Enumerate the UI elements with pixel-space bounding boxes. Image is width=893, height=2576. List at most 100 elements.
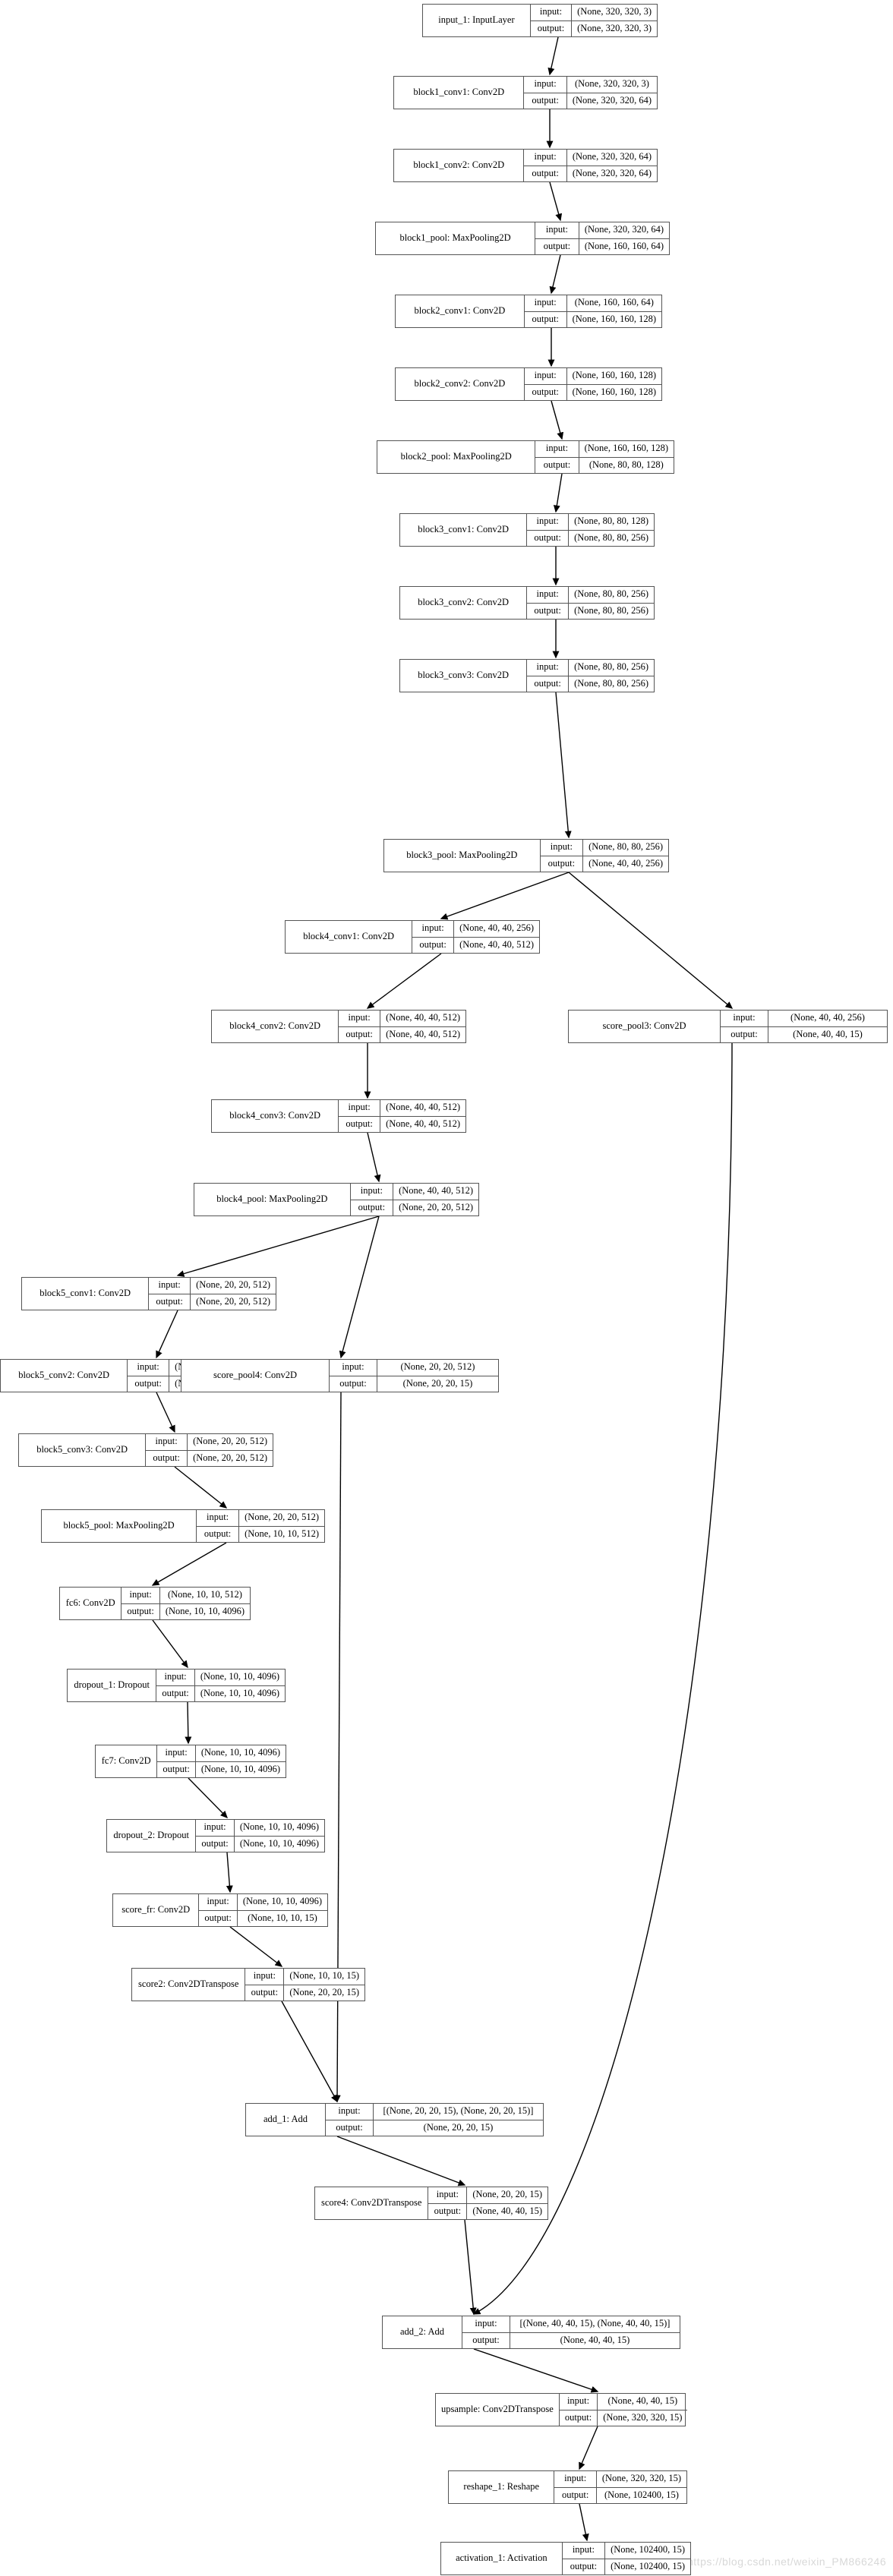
output-label: output: bbox=[547, 857, 576, 869]
layer-name: block3_pool: MaxPooling2D bbox=[384, 840, 541, 872]
input-label: input: bbox=[527, 587, 569, 604]
layer-name: score_fr: Conv2D bbox=[113, 1894, 200, 1926]
io-shape-column: (None, 20, 20, 512)(None, 20, 20, 512) bbox=[188, 1434, 273, 1466]
output-label: output: bbox=[730, 1028, 758, 1039]
output-label: output: bbox=[204, 1912, 232, 1923]
edge-reshape_1-to-activation_1 bbox=[579, 2503, 589, 2542]
edge-fc6-to-dropout_1 bbox=[152, 1619, 188, 1669]
io-shape-column: [(None, 20, 20, 15), (None, 20, 20, 15)]… bbox=[374, 2104, 543, 2136]
layer-name: upsample: Conv2DTranspose bbox=[436, 2394, 560, 2426]
io-label-column: input:output: bbox=[540, 840, 584, 872]
input-shape: (None, 40, 40, 256) bbox=[454, 921, 539, 938]
input-label: input: bbox=[540, 840, 583, 856]
io-label-column: input:output: bbox=[524, 368, 567, 400]
input-label: input: bbox=[149, 1278, 191, 1294]
io-label-column: input:output: bbox=[245, 1969, 285, 2001]
output-label: output: bbox=[358, 1201, 386, 1212]
output-label: output: bbox=[162, 1687, 189, 1698]
layer-name: block4_conv3: Conv2D bbox=[212, 1100, 339, 1132]
io-label-column: input:output: bbox=[156, 1670, 195, 1701]
output-label: output: bbox=[153, 1452, 180, 1463]
output-label: output: bbox=[346, 1118, 373, 1129]
io-shape-column: (None, 160, 160, 64)(None, 160, 160, 128… bbox=[566, 295, 661, 327]
layer-name: add_1: Add bbox=[246, 2104, 326, 2136]
input-label: input: bbox=[339, 1100, 380, 1117]
input-shape: (None, 10, 10, 15) bbox=[284, 1969, 364, 1985]
io-label-column: input:output: bbox=[527, 587, 570, 619]
layer-node-block5_conv2[interactable]: block5_conv2: Conv2Dinput:output:(None, … bbox=[0, 1359, 255, 1392]
input-label: input: bbox=[121, 1588, 159, 1604]
io-label-column: input:output: bbox=[149, 1278, 191, 1310]
io-label-column: input:output: bbox=[554, 2471, 597, 2503]
output-label: output: bbox=[204, 1528, 232, 1539]
io-label-column: input:output: bbox=[197, 1510, 240, 1542]
output-label: output: bbox=[134, 1377, 162, 1389]
output-shape: (None, 40, 40, 512) bbox=[459, 938, 534, 950]
edge-block3_pool-to-block4_conv1 bbox=[440, 872, 570, 920]
io-shape-column: (None, 20, 20, 512)(None, 10, 10, 512) bbox=[239, 1510, 324, 1542]
edge-block4_pool-to-score_pool4 bbox=[339, 1215, 380, 1359]
layer-name: dropout_1: Dropout bbox=[68, 1670, 157, 1701]
output-label: output: bbox=[201, 1837, 229, 1849]
layer-name: block3_conv3: Conv2D bbox=[400, 660, 528, 692]
watermark-text: https://blog.csdn.net/weixin_PM866246 bbox=[687, 2556, 887, 2568]
edge-dropout_2-to-score_fr bbox=[226, 1852, 233, 1893]
input-shape: (None, 40, 40, 256) bbox=[768, 1011, 887, 1027]
layer-name: block2_conv1: Conv2D bbox=[396, 295, 525, 327]
edge-input_1-to-block1_conv1 bbox=[547, 36, 559, 76]
input-shape: (None, 160, 160, 128) bbox=[566, 368, 661, 385]
io-shape-column: (None, 320, 320, 15)(None, 102400, 15) bbox=[596, 2471, 686, 2503]
layer-name: block1_conv2: Conv2D bbox=[394, 150, 525, 181]
io-label-column: input:output: bbox=[530, 5, 573, 36]
edge-block4_conv3-to-block4_pool bbox=[367, 1132, 381, 1183]
input-label: input: bbox=[527, 514, 569, 531]
io-label-column: input:output: bbox=[350, 1184, 394, 1215]
io-shape-column: (None, 20, 20, 512)(None, 20, 20, 15) bbox=[377, 1360, 498, 1392]
output-shape: (None, 10, 10, 4096) bbox=[239, 1837, 319, 1849]
output-label: output: bbox=[434, 2205, 462, 2216]
input-shape: (None, 80, 80, 256) bbox=[583, 840, 668, 856]
input-shape: (None, 10, 10, 4096) bbox=[237, 1894, 327, 1911]
io-shape-column: (None, 40, 40, 512)(None, 40, 40, 512) bbox=[380, 1100, 465, 1132]
output-shape: (None, 80, 80, 256) bbox=[574, 604, 648, 616]
layer-name: score4: Conv2DTranspose bbox=[315, 2187, 429, 2219]
input-shape: (None, 40, 40, 512) bbox=[380, 1011, 465, 1027]
io-shape-column: (None, 320, 320, 64)(None, 160, 160, 64) bbox=[579, 222, 669, 254]
input-shape: (None, 40, 40, 512) bbox=[393, 1184, 478, 1200]
input-label: input: bbox=[524, 295, 566, 312]
edge-block5_conv2-to-block5_conv3 bbox=[156, 1392, 175, 1433]
